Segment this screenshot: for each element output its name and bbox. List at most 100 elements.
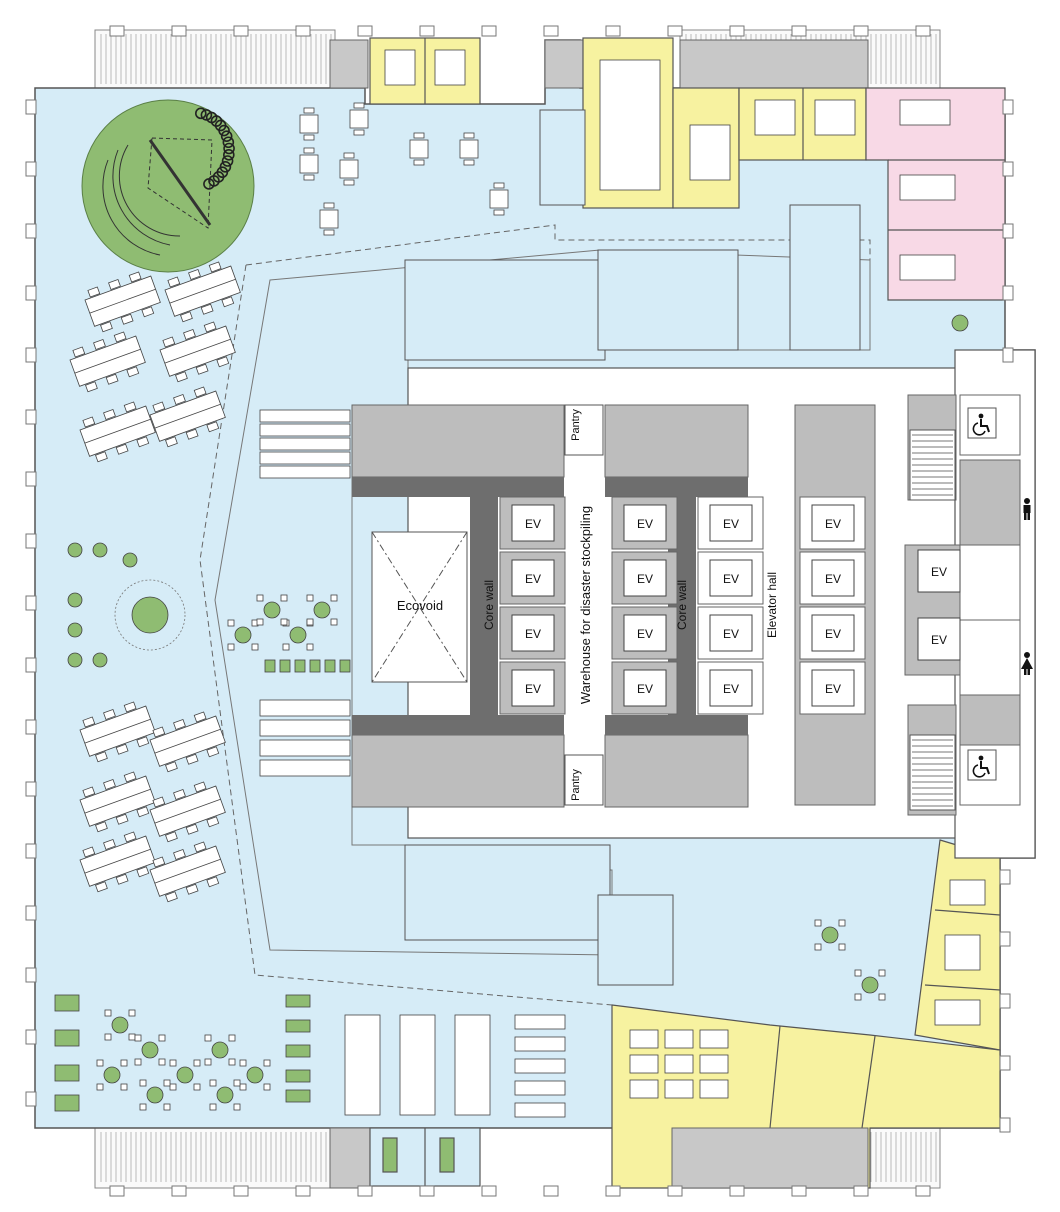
green-bench [54,1094,80,1112]
male-toilet-icon [1023,498,1031,520]
planter [294,659,306,673]
green-bench [54,1064,80,1082]
lounge-seat [67,622,83,638]
ev-label: EV [825,682,841,696]
lounge-seat [122,552,138,568]
lounge-table [131,596,169,634]
ev-label: EV [525,517,541,531]
ev-label: EV [525,627,541,641]
desk-cluster [164,261,241,323]
desk-cluster [159,321,236,383]
round-table [256,594,288,626]
round-table [134,1034,166,1066]
round-table [306,594,338,626]
round-table [169,1059,201,1091]
green-tables [54,314,969,1112]
elevator-shaft: EV [611,661,678,715]
ev-label: EV [525,572,541,586]
desk-cluster [79,771,156,833]
green-bench [54,1029,80,1047]
warehouse-label: Warehouse for disaster stockpiling [578,506,593,704]
ev-label: EV [525,682,541,696]
core-walls [352,477,748,735]
green-bench [285,1089,311,1103]
elevator-hall-label: Elevator hall [765,572,779,638]
accessible-toilet-icon [967,407,997,439]
female-toilet-icon [1021,652,1033,675]
round-table [239,1059,271,1091]
meeting-table [299,147,319,181]
meeting-table [349,102,369,136]
elevator-shaft: EV [499,551,566,605]
lounge-ring [114,579,186,651]
core-wall-left-label: Core wall [482,580,496,630]
desk-cluster [84,271,161,333]
desk-cluster [79,701,156,763]
elevator-shaft: EV [499,496,566,550]
ev-label: EV [723,517,739,531]
facade-columns [25,25,1014,1197]
ev-label: EV [637,572,653,586]
elevator-shaft: EV [697,551,764,605]
desk-cluster [79,831,156,893]
elevator-shaft: EV [499,661,566,715]
pantry-top-room [564,404,604,456]
desk-cluster [149,386,226,448]
ev-label: EV [825,517,841,531]
elevator-shaft: EV [917,617,961,661]
green-bench [285,1019,311,1033]
ev-label: EV [637,682,653,696]
ev-label: EV [723,572,739,586]
planter [309,659,321,673]
round-table [96,1059,128,1091]
desk-cluster [79,401,156,463]
ecovoid-label: Ecovoid [397,598,443,613]
pantry-bottom-room [564,754,604,806]
green-bench [285,1069,311,1083]
pantry-top-label: Pantry [570,409,582,441]
bottom-service-block-left [329,1127,371,1189]
elevator-shaft: EV [799,661,866,715]
green-bench [54,994,80,1012]
round-table [814,919,846,951]
accessible-toilet-icon [967,749,997,781]
elevator-shaft: EV [799,606,866,660]
meeting-table [299,107,319,141]
round-table [854,969,886,1001]
meeting-table [409,132,429,166]
ev-label: EV [931,565,947,579]
elevator-shaft: EV [499,606,566,660]
lounge-seat [92,652,108,668]
green-bench [285,1044,311,1058]
ev-label: EV [637,517,653,531]
bottom-service-block [671,1127,869,1189]
furniture [69,49,986,1118]
lounge-seat [67,592,83,608]
stairs [909,429,956,811]
round-table [282,619,314,651]
round-table [209,1079,241,1111]
desk-cluster [149,841,226,903]
meeting-table [489,182,509,216]
ecovoid [371,531,468,683]
ev-label: EV [723,682,739,696]
elevator-shaft: EV [697,661,764,715]
elevator-shaft: EV [611,606,678,660]
meeting-table [459,132,479,166]
meeting-rooms-bottom-small [369,1127,481,1187]
desk-cluster [149,781,226,843]
planter [324,659,336,673]
ev-label: EV [825,627,841,641]
core-blocks [351,394,1021,816]
ev-label: EV [723,627,739,641]
ev-label: EV [931,633,947,647]
plant [951,314,969,332]
planter [264,659,276,673]
desk-cluster [149,711,226,773]
meeting-table [319,202,339,236]
round-table [139,1079,171,1111]
lounge-seat [92,542,108,558]
core-wall-right-label: Core wall [675,580,689,630]
amphitheater [81,99,255,273]
